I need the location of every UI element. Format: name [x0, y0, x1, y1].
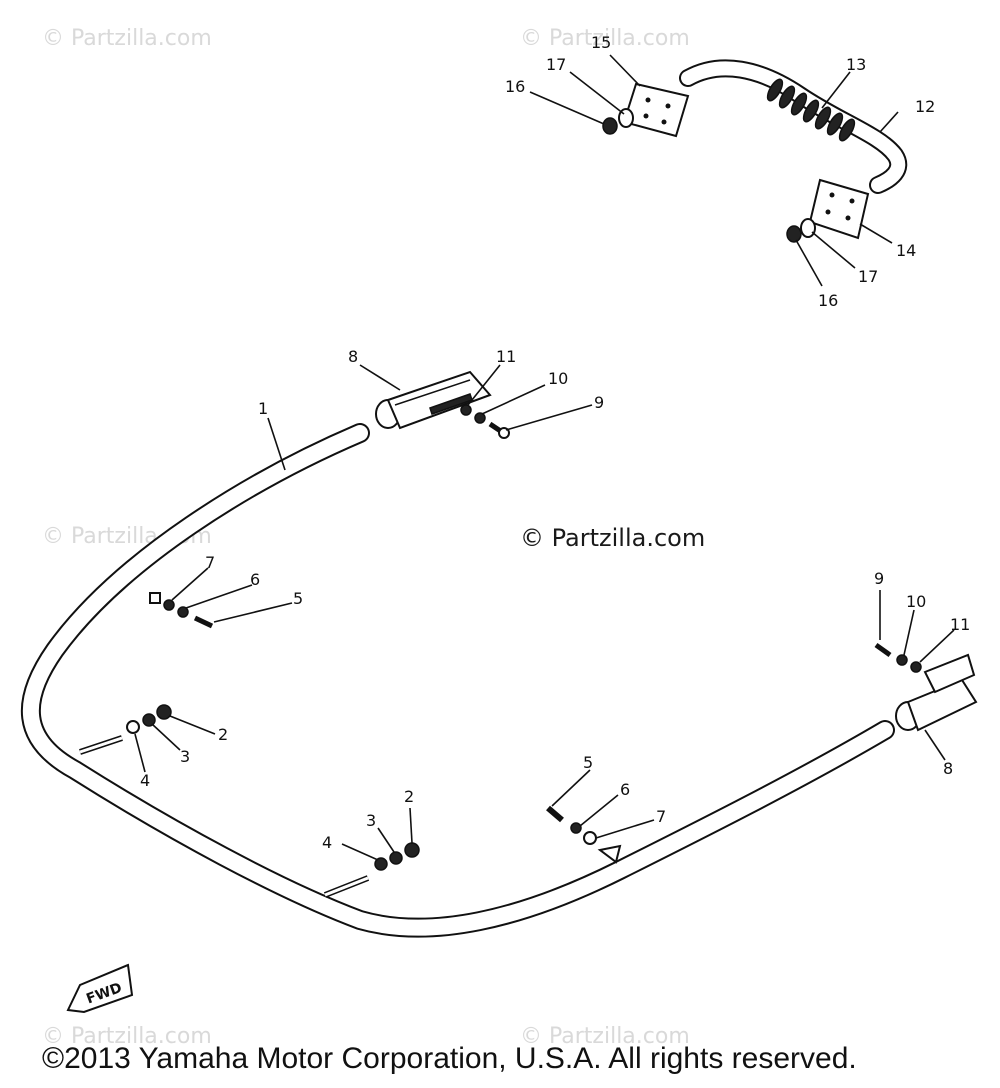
callout-3: 3	[366, 811, 376, 830]
callout-2: 2	[218, 725, 228, 744]
callout-17: 17	[546, 55, 566, 74]
callouts: 1 8 11 10 9 7 6 5 2 3 4 2 3 4 5 6 7 9 10…	[140, 33, 970, 852]
copyright-text: ©2013 Yamaha Motor Corporation, U.S.A. A…	[42, 1042, 857, 1075]
callout-1: 1	[258, 399, 268, 418]
handle-grip	[766, 78, 856, 142]
callout-7: 7	[656, 807, 666, 826]
fwd-arrow: FWD	[66, 963, 134, 1014]
hardware-left	[126, 704, 172, 734]
callout-8: 8	[348, 347, 358, 366]
callout-6: 6	[620, 780, 630, 799]
leader-lines	[134, 54, 955, 861]
callout-4: 4	[140, 771, 150, 790]
callout-16: 16	[505, 77, 525, 96]
handle-hardware	[602, 108, 816, 243]
callout-17: 17	[858, 267, 878, 286]
watermark: © Partzilla.com	[42, 1024, 212, 1049]
stud-left	[79, 735, 123, 755]
callout-9: 9	[594, 393, 604, 412]
hardware-bottom-right	[546, 805, 597, 845]
callout-5: 5	[583, 753, 593, 772]
callout-16: 16	[818, 291, 838, 310]
hardware-mid-left	[149, 592, 214, 629]
callout-5: 5	[293, 589, 303, 608]
callout-11: 11	[496, 347, 516, 366]
callout-10: 10	[906, 592, 926, 611]
end-bracket-upper	[375, 370, 492, 430]
center-watermark: © Partzilla.com	[520, 524, 706, 552]
callout-8: 8	[943, 759, 953, 778]
callout-15: 15	[591, 33, 611, 52]
stud-bottom	[323, 875, 370, 898]
end-bracket-lower	[895, 653, 978, 732]
callout-10: 10	[548, 369, 568, 388]
watermark: © Partzilla.com	[42, 26, 212, 51]
hardware-upper-right	[460, 404, 510, 439]
handle-plate-lower	[808, 178, 870, 240]
stud-bottom-right	[597, 844, 622, 864]
hardware-right	[874, 642, 922, 673]
callout-12: 12	[915, 97, 935, 116]
callout-14: 14	[896, 241, 916, 260]
callout-2: 2	[404, 787, 414, 806]
callout-7: 7	[205, 553, 215, 572]
callout-6: 6	[250, 570, 260, 589]
watermark: © Partzilla.com	[520, 26, 690, 51]
callout-13: 13	[846, 55, 866, 74]
hardware-bottom	[374, 842, 420, 871]
callout-9: 9	[874, 569, 884, 588]
watermark: © Partzilla.com	[520, 1024, 690, 1049]
bumper-tube	[20, 423, 895, 938]
callout-11: 11	[950, 615, 970, 634]
handle-plate-upper	[622, 82, 690, 138]
callout-4: 4	[322, 833, 332, 852]
callout-3: 3	[180, 747, 190, 766]
